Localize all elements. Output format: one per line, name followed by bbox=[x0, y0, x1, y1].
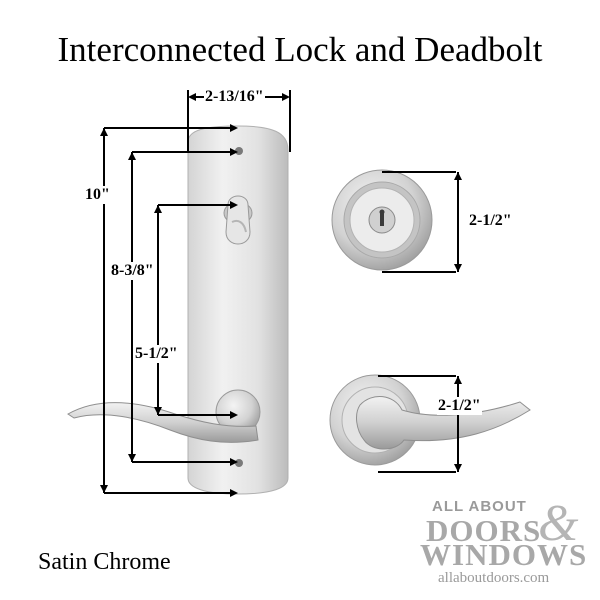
logo-line-3: WINDOWS bbox=[420, 537, 588, 572]
deadbolt bbox=[331, 169, 433, 271]
screw-hole-top bbox=[235, 147, 243, 155]
page-title: Interconnected Lock and Deadbolt bbox=[57, 30, 543, 69]
thumbturn bbox=[223, 195, 253, 245]
brand-logo: & ALL ABOUT DOORS WINDOWS allaboutdoors.… bbox=[420, 495, 590, 593]
logo-line-2: DOORS bbox=[426, 513, 542, 548]
dim-lever-backset: 2-1/2" bbox=[437, 397, 482, 415]
plate-lever bbox=[67, 389, 261, 443]
dim-plate-width: 2-13/16" bbox=[204, 88, 265, 106]
logo-line-1: ALL ABOUT bbox=[432, 498, 527, 515]
dim-overall-height: 10" bbox=[84, 186, 111, 204]
lever-set bbox=[329, 374, 531, 466]
logo-url: allaboutdoors.com bbox=[438, 570, 550, 586]
backplate bbox=[187, 125, 289, 495]
logo-ampersand: & bbox=[538, 495, 579, 552]
dim-deadbolt-backset: 2-1/2" bbox=[468, 212, 513, 230]
dim-deadbolt-to-lever: 8-3/8" bbox=[110, 262, 155, 280]
finish-label: Satin Chrome bbox=[38, 549, 171, 575]
dim-thumbturn-to-lever: 5-1/2" bbox=[134, 345, 179, 363]
screw-hole-bottom bbox=[235, 459, 243, 467]
